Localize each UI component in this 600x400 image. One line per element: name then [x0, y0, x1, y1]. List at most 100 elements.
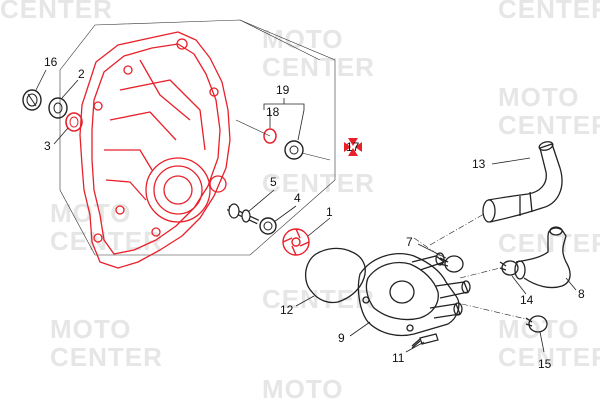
part-label-7: 7: [406, 235, 413, 249]
axis-line: [301, 152, 331, 161]
part-7-hose-clamp: [439, 255, 464, 273]
part-15-hose-clamp: [525, 315, 548, 333]
leader-11: [405, 341, 425, 353]
cover-rib: [119, 79, 206, 151]
cover-rib: [105, 179, 147, 201]
cover-rib: [139, 59, 191, 121]
part-label-12: 12: [280, 303, 294, 317]
part-14-hose-clamp: [499, 260, 519, 276]
part-4-seal: [259, 217, 277, 235]
cover-clutch-boss-middle: [153, 165, 203, 215]
watermark-text-moto: MOTO: [262, 374, 344, 400]
watermark-text-center: CENTER: [50, 226, 163, 256]
watermark-text-moto: MOTO: [498, 82, 580, 112]
engine-side-cover: [79, 31, 231, 269]
leader-16: [35, 69, 47, 91]
leader-4: [273, 205, 297, 223]
watermark-text-center: CENTER: [262, 284, 375, 314]
watermark-text-center: CENTER: [0, 0, 113, 24]
watermark-top-right: CENTER: [498, 0, 600, 24]
leader-9: [349, 321, 371, 337]
cover-bolt-hole: [209, 87, 219, 97]
part-12-gasket: [305, 247, 366, 304]
watermark-text-center: CENTER: [498, 110, 600, 140]
watermark-center-middle: CENTER: [262, 168, 375, 198]
leader-1: [307, 217, 331, 237]
cover-bolt-hole: [123, 65, 133, 75]
leader-13: [491, 157, 531, 165]
watermark-right-bottom: MOTO CENTER: [498, 314, 600, 372]
watermark-bottom-center: MOTO: [262, 374, 344, 400]
part-label-19: 19: [276, 83, 290, 97]
leader-15: [539, 331, 545, 353]
part-2-bearing: [48, 97, 68, 119]
watermark-text-moto: MOTO: [262, 24, 344, 54]
part-1-impeller: [282, 228, 310, 256]
part-label-17: 17: [346, 140, 360, 154]
watermark-text-moto: MOTO: [50, 314, 132, 344]
cover-bolt-hole: [151, 227, 161, 237]
watermark-text-center: CENTER: [50, 342, 163, 372]
part-16-oil-filler-cap: [22, 89, 42, 111]
cover-bolt-hole: [176, 38, 188, 50]
watermark-left-bottom: MOTO CENTER: [50, 314, 163, 372]
axis-line: [429, 213, 485, 246]
part-label-11: 11: [392, 351, 405, 365]
assembly-outline-diagonal: [239, 19, 321, 61]
axis-line: [235, 119, 271, 137]
watermark-text-center: CENTER: [262, 168, 375, 198]
watermark-top-center: MOTO CENTER: [262, 24, 375, 82]
part-label-18: 18: [266, 105, 280, 119]
watermark-top-left: CENTER: [0, 0, 113, 24]
part-3-seal: [65, 112, 83, 132]
watermark-center-lower: CENTER: [262, 284, 375, 314]
cover-bolt-hole: [93, 101, 103, 111]
leader-3: [53, 127, 69, 145]
part-label-4: 4: [294, 191, 301, 205]
assembly-outline-frame: [59, 19, 336, 256]
part-label-13: 13: [472, 157, 486, 171]
leader-7: [417, 243, 447, 259]
leader-14: [511, 275, 527, 295]
leader-2: [61, 79, 79, 99]
cover-inner-contour: [91, 43, 221, 255]
cover-bolt-hole: [115, 205, 125, 215]
cover-clutch-boss-inner: [163, 175, 193, 205]
cover-clutch-boss-outer: [145, 157, 211, 223]
part-label-3: 3: [44, 139, 51, 153]
part-18-oring: [263, 128, 277, 144]
part-19-plug: [284, 140, 304, 160]
part-9-pump-cover: [357, 252, 471, 337]
watermark-left-middle: MOTO CENTER: [50, 198, 163, 256]
part-labels: 16 2 3 19 18 17 5 4 1 12 9 11 7 13 8 14 …: [44, 55, 585, 371]
watermark-text-center: CENTER: [262, 52, 375, 82]
cover-bolt-hole: [93, 233, 103, 243]
part-label-9: 9: [338, 331, 345, 345]
part-label-15: 15: [538, 357, 552, 371]
cover-rib: [109, 111, 177, 141]
part-label-14: 14: [520, 293, 534, 307]
part-label-5: 5: [270, 175, 277, 189]
leader-8: [565, 277, 577, 291]
leader-5: [247, 189, 275, 213]
part-label-1: 1: [326, 205, 333, 219]
watermark-text-center: CENTER: [498, 0, 600, 24]
axis-line: [461, 303, 531, 321]
leader-12: [295, 295, 315, 307]
cover-water-pump-seat: [209, 175, 227, 193]
part-label-8: 8: [578, 287, 585, 301]
watermark-text-moto: MOTO: [498, 314, 580, 344]
leader-19-to-plug: [297, 109, 305, 141]
watermark-text-center: CENTER: [498, 342, 600, 372]
part-17-position-marker: [344, 138, 362, 156]
cover-outer-contour: [79, 31, 231, 269]
part-label-2: 2: [78, 67, 85, 81]
cover-rib: [104, 149, 153, 171]
watermark-right-upper: MOTO CENTER: [498, 82, 600, 140]
axis-line: [459, 267, 501, 279]
part-label-16: 16: [44, 55, 58, 69]
part-5-shaft: [226, 203, 260, 225]
part-13-coolant-hose: [482, 141, 563, 223]
